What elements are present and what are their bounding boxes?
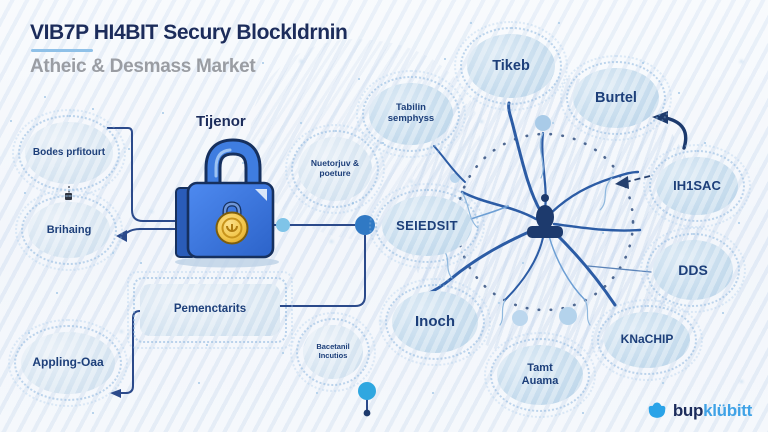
bubble-tabilin-label: Tabilin semphyss	[387, 102, 435, 124]
pemontarits-box: Pemenctarits	[127, 271, 293, 349]
coin-emblem	[226, 224, 238, 232]
lock-shadow	[175, 256, 279, 268]
bubble-nuetorjuv-label: Nuetorjuv & poeture	[310, 158, 360, 178]
pemontarits-label: Pemenctarits	[173, 303, 247, 316]
bubble-ihisac-label: IH1SAC	[673, 177, 721, 193]
bubble-tabilin: Tabilin semphyss	[356, 70, 466, 158]
bubble-ihisac: IH1SAC	[643, 144, 751, 228]
bubble-nuetorjuv: Nuetorjuv & poeture	[285, 124, 385, 214]
bubble-bacetanil: Bacetanil Incutios	[290, 312, 376, 392]
title-underline	[31, 49, 93, 53]
bubble-inoch-label: Inoch	[415, 313, 455, 331]
bubble-seiedsit-label: SEIEDSIT	[396, 217, 458, 233]
bubble-bodes-label: Bodes prfitourt	[32, 147, 106, 159]
page-title: VIB7P HI4BIT Secury Blockldrnin	[30, 21, 348, 44]
lock-caption: Tijenor	[196, 113, 246, 130]
ring-node-bottom-left	[512, 310, 528, 326]
bubble-seiedsit: SEIEDSIT	[369, 183, 485, 269]
bubble-brihaing-label: Brihaing	[46, 223, 92, 236]
bubble-appling: Appling-Oaa	[8, 319, 128, 407]
bacetanil-node	[358, 382, 376, 417]
bubble-burtel-label: Burtel	[595, 89, 637, 106]
node-light-blue	[276, 218, 290, 232]
lock-shackle	[207, 141, 259, 191]
brand-logo: bupklübitt	[646, 401, 752, 421]
bubble-dds-label: DDS	[678, 261, 708, 278]
bubble-inoch: Inoch	[379, 278, 491, 366]
brand-name-light: klübitt	[703, 401, 752, 420]
padlock-illustration	[175, 138, 279, 268]
page-subtitle: Atheic & Desmass Market	[30, 56, 256, 78]
bubble-dds: DDS	[640, 227, 746, 313]
bubble-appling-label: Appling-Oaa	[32, 355, 104, 370]
arrowhead-appling	[110, 389, 121, 398]
connector-node-to-pemontarits	[280, 235, 366, 307]
bubble-tamt: Tamt Auama	[484, 332, 596, 418]
header: VIB7P HI4BIT Secury Blockldrnin Atheic &…	[30, 20, 348, 78]
lock-glint	[255, 189, 267, 201]
bubble-burtel: Burtel	[560, 55, 672, 141]
bird-logo-icon	[648, 402, 666, 418]
bubble-bacetanil-label: Bacetanil Incutios	[316, 342, 350, 360]
ring-node-top	[535, 115, 551, 131]
bubble-tikeb: Tikeb	[454, 21, 568, 111]
bubble-tikeb-label: Tikeb	[492, 57, 530, 74]
bubble-knachip-label: KNaCHIP	[620, 332, 674, 347]
brand-name-dark: bup	[672, 401, 704, 420]
ring-node-bottom-right	[559, 307, 577, 325]
bubble-bodes: Bodes prfitourt	[12, 109, 126, 197]
brand-logo-text: bupklübitt	[673, 401, 752, 421]
bubble-tamt-label: Tamt Auama	[521, 362, 559, 387]
connector-appling-to-pemontarits	[118, 310, 145, 394]
gold-coin-inner-ring	[221, 217, 243, 239]
connector-lines	[107, 127, 366, 394]
bubble-knachip: KNaCHIP	[591, 299, 703, 381]
connector-bodes-to-lock	[107, 127, 193, 222]
center-figure	[527, 194, 563, 238]
bubble-brihaing: Brihaing	[15, 189, 123, 271]
lock-shackle-highlight	[214, 148, 232, 178]
coin-shackle	[223, 202, 241, 217]
